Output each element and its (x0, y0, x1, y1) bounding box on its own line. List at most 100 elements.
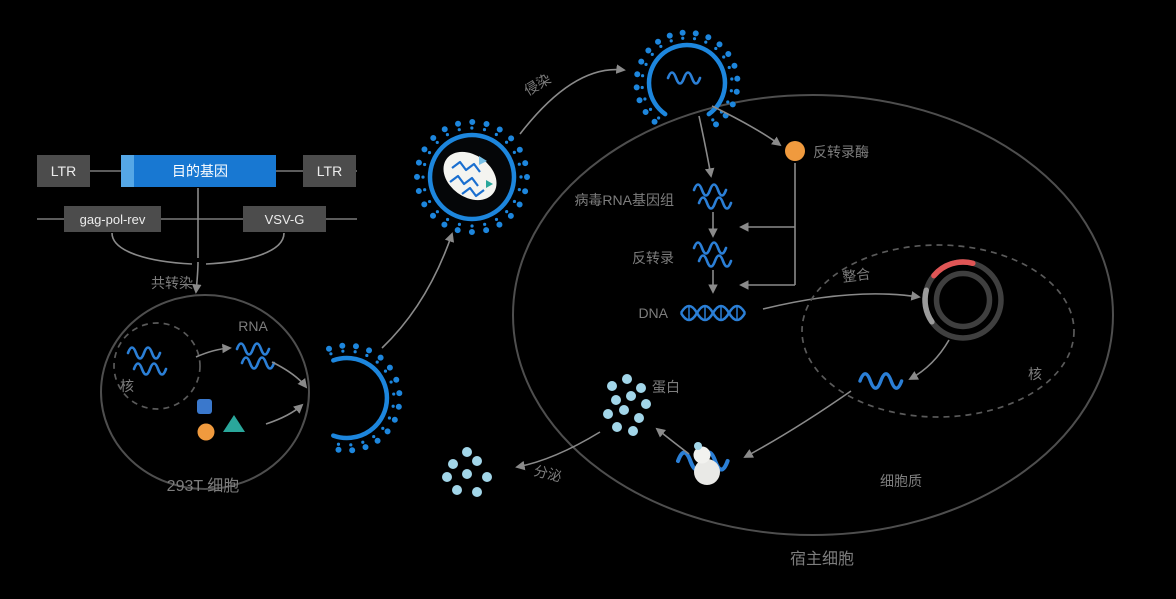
capsid-protein-square (197, 399, 212, 414)
gag-pol-rev-box (64, 206, 161, 232)
ltr-left-label: LTR (51, 163, 76, 179)
transcription-arrow (908, 339, 950, 380)
ribosome-small-subunit (693, 446, 711, 464)
ltr-right-label: LTR (317, 163, 342, 179)
reverse-transcription-label: 反转录 (632, 250, 674, 266)
integration-arrow (762, 291, 921, 310)
producer-cell-label: 293T 细胞 (167, 477, 240, 495)
dna-helix (679, 304, 747, 322)
secretion-arrow (515, 431, 601, 471)
protein-dot (634, 413, 644, 423)
host-cell-label: 宿主细胞 (790, 550, 854, 568)
viral-rna-genome-label: 病毒RNA基因组 (574, 192, 674, 208)
secreted-protein-dot (462, 469, 472, 479)
infection-label: 侵染 (521, 70, 553, 98)
secreted-protein-dot (462, 447, 472, 457)
integration-label: 整合 (841, 266, 871, 285)
cotransfection-arrow (191, 261, 202, 294)
mrna-to-ribosome-arrow (743, 390, 852, 458)
protein-dot (626, 391, 636, 401)
budding-virion (326, 342, 403, 454)
envelope-protein-triangle (223, 415, 245, 432)
replication-pathway: 反转录酶 病毒RNA基因组 反转录 DNA 整合 (574, 105, 921, 322)
secreted-protein-dot (472, 456, 482, 466)
producer-cell: 核 RNA 293T 细胞 (100, 294, 310, 495)
rt-intermediate-wave (697, 254, 733, 268)
protein-dot (611, 395, 621, 405)
protein-dot (612, 422, 622, 432)
entering-virion-spike-knobs (633, 29, 741, 128)
plasmid-inner-ring (933, 270, 993, 330)
gagpolrev-to-cell-line (111, 232, 193, 265)
nucleus-to-rna-arrow (195, 343, 232, 358)
entering-virion-envelope (646, 42, 728, 117)
secreted-protein-dots-cluster (442, 447, 492, 497)
plasmid-light-segment (922, 287, 935, 325)
nascent-protein-dot (694, 442, 702, 450)
secreted-protein-dot (452, 485, 462, 495)
producer-cell-membrane (100, 294, 310, 490)
rna-wave (240, 356, 276, 370)
free-virion-spike-stems (421, 126, 523, 228)
protein-dot (607, 381, 617, 391)
capsid-rna-zigzag (461, 186, 485, 198)
ribosome (678, 442, 728, 485)
capsid-protein-mark (479, 156, 487, 165)
viral-genome-wave (692, 183, 728, 197)
capsid-rna-zigzag (451, 160, 481, 173)
rna-wave (235, 342, 271, 356)
protein-dot (603, 409, 613, 419)
rt-intermediate-wave (692, 241, 728, 255)
budding-virion-spike-knobs (326, 342, 403, 454)
entering-virion-spike-stems (640, 36, 734, 122)
vsvg-to-cell-line (205, 232, 285, 265)
plasmid-insert-red-segment (931, 259, 976, 279)
host-cell: 宿主细胞 细胞质 (512, 94, 1114, 568)
protein-dot (641, 399, 651, 409)
protein-label: 蛋白 (652, 379, 680, 395)
protein-dot (619, 405, 629, 415)
secretion-label: 分泌 (532, 462, 563, 484)
infection-arrow (519, 64, 626, 135)
capsid-rna-zigzag (449, 174, 479, 187)
vsv-g-box (243, 206, 326, 232)
nuclear-rna-wave (126, 346, 162, 360)
secreted-protein-dot (442, 472, 452, 482)
entering-virion-rna-wave (666, 71, 702, 85)
reverse-transcriptase-label: 反转录酶 (813, 144, 869, 160)
translation-secretion: 蛋白 分泌 (442, 374, 852, 497)
capsid-protein-mark (486, 180, 493, 188)
free-virion (414, 119, 530, 235)
proteins-to-budding-arrow (265, 403, 304, 425)
protein-dot (628, 426, 638, 436)
ribosome-to-protein-arrow (655, 427, 690, 455)
rna-to-budding-arrow (271, 361, 308, 389)
secreted-protein-dot (448, 459, 458, 469)
budding-virion-spike-stems (329, 349, 396, 447)
secreted-protein-dot (472, 487, 482, 497)
host-nucleus-membrane (801, 244, 1075, 418)
reverse-transcriptase-enzyme (785, 141, 805, 161)
cotransfection-label: 共转染 (151, 275, 193, 291)
nuclear-rna-wave (132, 362, 168, 376)
budding-virion-envelope (331, 355, 390, 441)
vsv-g-label: VSV-G (265, 212, 305, 227)
enzyme-protein-circle (197, 423, 215, 441)
host-cell-membrane (512, 94, 1114, 536)
target-gene-promoter-strip (121, 155, 134, 187)
dna-strand (679, 304, 747, 322)
virion-to-rt-arrow (711, 105, 782, 147)
free-virion-spike-knobs (414, 119, 530, 235)
host-nucleus: 核 (801, 244, 1075, 418)
ribosome-large-subunit (694, 459, 720, 485)
target-gene-box (121, 155, 276, 187)
target-gene-label: 目的基因 (172, 163, 228, 179)
viral-genome-wave (697, 196, 733, 210)
ltr-left-box (37, 155, 90, 187)
protein-dot (636, 383, 646, 393)
entering-virion (633, 29, 741, 128)
budding-to-free-virion-arrow (381, 232, 455, 349)
gag-pol-rev-label: gag-pol-rev (80, 212, 146, 227)
dna-label: DNA (638, 305, 668, 321)
